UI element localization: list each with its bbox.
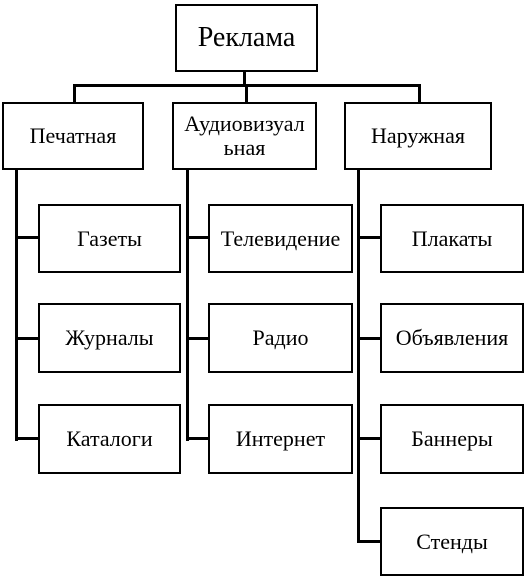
branch-line-av-3: [186, 437, 211, 440]
root-node: Реклама: [175, 4, 318, 72]
leaf-node: Журналы: [38, 303, 181, 373]
category-label: Наружная: [371, 123, 465, 148]
category-node-print: Печатная: [2, 102, 144, 170]
leaf-label: Плакаты: [411, 225, 493, 251]
leaf-node: Объявления: [380, 303, 524, 373]
branch-line-outdoor-1: [357, 236, 382, 239]
leaf-label: Интернет: [235, 426, 326, 451]
category-node-outdoor: Наружная: [344, 102, 492, 170]
branch-line-print-2: [15, 337, 40, 340]
drop-line-outdoor: [418, 84, 421, 103]
leaf-node: Интернет: [208, 404, 353, 474]
leaf-node: Радио: [208, 303, 353, 373]
leaf-label: Газеты: [77, 225, 142, 251]
leaf-node: Каталоги: [38, 404, 181, 474]
leaf-node: Плакаты: [380, 204, 524, 273]
category-node-av: Аудиовизуал ьная: [172, 102, 317, 170]
leaf-node: Стенды: [380, 507, 524, 576]
root-stem-line: [243, 72, 246, 86]
leaf-label: Телевидение: [220, 225, 341, 251]
leaf-label: Баннеры: [411, 426, 493, 451]
leaf-label: Радио: [252, 325, 309, 350]
branch-line-print-3: [15, 437, 40, 440]
branch-line-outdoor-3: [357, 437, 382, 440]
leaf-label: Стенды: [416, 528, 488, 554]
leaf-node: Телевидение: [208, 204, 353, 273]
leaf-node: Баннеры: [380, 404, 524, 474]
leaf-node: Газеты: [38, 204, 181, 273]
spine-line-print: [15, 170, 18, 441]
root-label: Реклама: [197, 22, 296, 53]
category-label: Печатная: [29, 123, 117, 148]
spine-line-av: [186, 170, 189, 441]
branch-line-outdoor-2: [357, 337, 382, 340]
leaf-label: Журналы: [65, 325, 154, 350]
drop-line-print: [73, 84, 76, 103]
leaf-label: Объявления: [395, 325, 509, 350]
category-label-line2: ьная: [223, 135, 266, 160]
leaf-label: Каталоги: [66, 426, 153, 451]
branch-line-outdoor-4: [357, 540, 382, 543]
branch-line-av-2: [186, 337, 211, 340]
drop-line-av: [245, 84, 248, 103]
category-label-line1: Аудиовизуал: [184, 111, 305, 136]
branch-line-print-1: [15, 236, 40, 239]
spine-line-outdoor: [357, 170, 360, 543]
branch-line-av-1: [186, 236, 211, 239]
